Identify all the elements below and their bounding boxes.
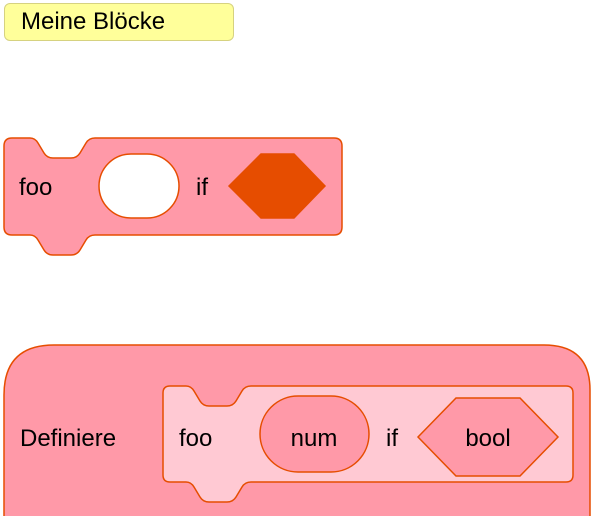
call-block-if-keyword: if	[196, 174, 208, 201]
call-block-name: foo	[19, 174, 52, 201]
num-argument-label: num	[291, 425, 338, 452]
prototype-block[interactable]: foo num if bool	[162, 385, 574, 503]
category-label[interactable]: Meine Blöcke	[4, 3, 234, 41]
prototype-if-keyword: if	[386, 425, 398, 452]
custom-call-block[interactable]: foo if	[3, 137, 343, 256]
bool-argument-reporter[interactable]	[416, 397, 560, 477]
bool-argument-label: bool	[465, 425, 510, 452]
boolean-input-slot[interactable]	[227, 153, 327, 219]
num-argument-reporter[interactable]	[259, 395, 370, 473]
definition-hat-block[interactable]: Definiere foo num if bool	[3, 344, 591, 516]
prototype-name: foo	[179, 425, 212, 452]
definition-label: Definiere	[20, 425, 116, 452]
number-input-slot[interactable]	[98, 153, 180, 219]
